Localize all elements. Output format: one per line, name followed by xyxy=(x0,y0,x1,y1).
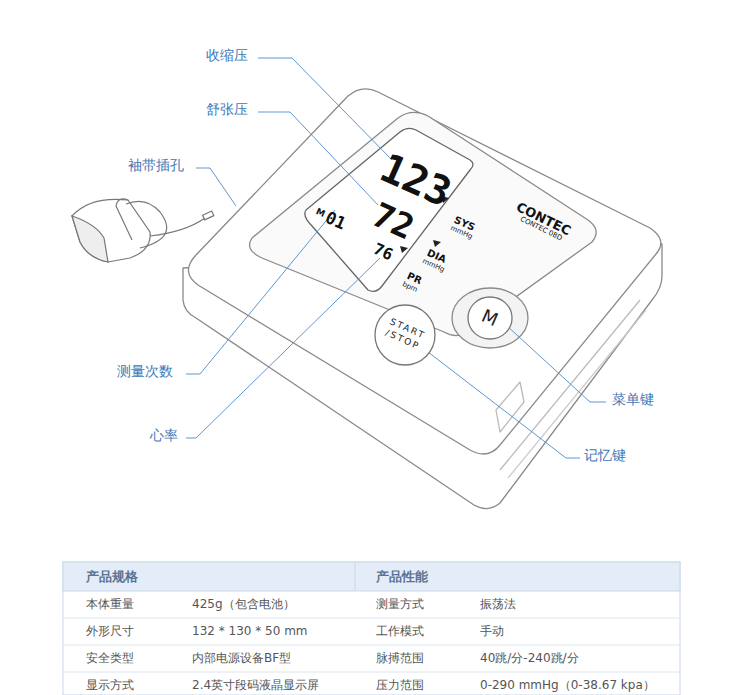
table-header: 产品规格 xyxy=(86,570,138,584)
table-cell: 0-290 mmHg（0-38.67 kpa） xyxy=(480,679,655,692)
start-stop-button: START /STOP xyxy=(374,304,436,366)
table-cell: 显示方式 xyxy=(86,679,134,692)
illustration-part xyxy=(250,112,597,335)
illustration-part xyxy=(355,562,356,591)
callout-label: 测量次数 xyxy=(117,364,173,379)
illustration-part xyxy=(186,58,606,458)
illustration-part xyxy=(72,199,150,262)
callout-label: 记忆键 xyxy=(584,448,626,463)
table-cell: 425g（包含电池） xyxy=(192,598,295,611)
button-shape xyxy=(375,305,435,365)
table-cell: 测量方式 xyxy=(376,598,424,611)
table-cell: 内部电源设备BF型 xyxy=(192,652,291,665)
callout-label: 袖带插孔 xyxy=(128,158,184,173)
table-cell: 安全类型 xyxy=(86,652,134,665)
illustration-part xyxy=(305,128,473,291)
illustration-part xyxy=(183,89,662,509)
table-cell: 振荡法 xyxy=(480,598,516,611)
illustration-part xyxy=(186,210,335,374)
table-cell: 2.4英寸段码液晶显示屏 xyxy=(192,679,319,692)
table-cell: 外形尺寸 xyxy=(86,625,134,638)
illustration-part xyxy=(428,352,580,458)
memory-button: M xyxy=(467,296,513,340)
illustration-part xyxy=(258,58,392,160)
illustration-part xyxy=(258,112,378,205)
table-cell: 压力范围 xyxy=(376,679,424,692)
illustration-part xyxy=(63,562,680,591)
callout-label: 菜单键 xyxy=(612,392,654,407)
illustration-part xyxy=(63,672,680,673)
illustration-part xyxy=(186,258,380,438)
callout-label: 心率 xyxy=(150,428,178,443)
table-cell: 40跳/分-240跳/分 xyxy=(480,652,579,665)
callout-label: 舒张压 xyxy=(206,102,248,117)
table-cell: 手动 xyxy=(480,625,504,638)
button-shape xyxy=(468,297,512,339)
callout-label: 收缩压 xyxy=(206,48,248,63)
illustration-part xyxy=(126,201,167,248)
illustration-part xyxy=(433,240,441,247)
illustration-part xyxy=(63,618,680,619)
illustration-part xyxy=(196,168,236,206)
illustration-part xyxy=(63,562,680,695)
table-cell: 132 * 130 * 50 mm xyxy=(192,625,308,638)
illustration-part xyxy=(63,645,680,646)
illustration-part xyxy=(203,211,214,220)
illustration-part xyxy=(506,325,606,402)
illustration-part xyxy=(452,288,528,348)
table-cell: 脉搏范围 xyxy=(376,652,424,665)
illustration-part xyxy=(116,199,132,240)
illustration-part xyxy=(188,89,660,454)
illustration-part xyxy=(72,199,214,262)
illustration-part xyxy=(150,218,205,236)
table-header: 产品性能 xyxy=(376,570,428,584)
table-cell: 本体重量 xyxy=(86,598,134,611)
illustration-part xyxy=(72,216,108,262)
table-cell: 工作模式 xyxy=(376,625,424,638)
